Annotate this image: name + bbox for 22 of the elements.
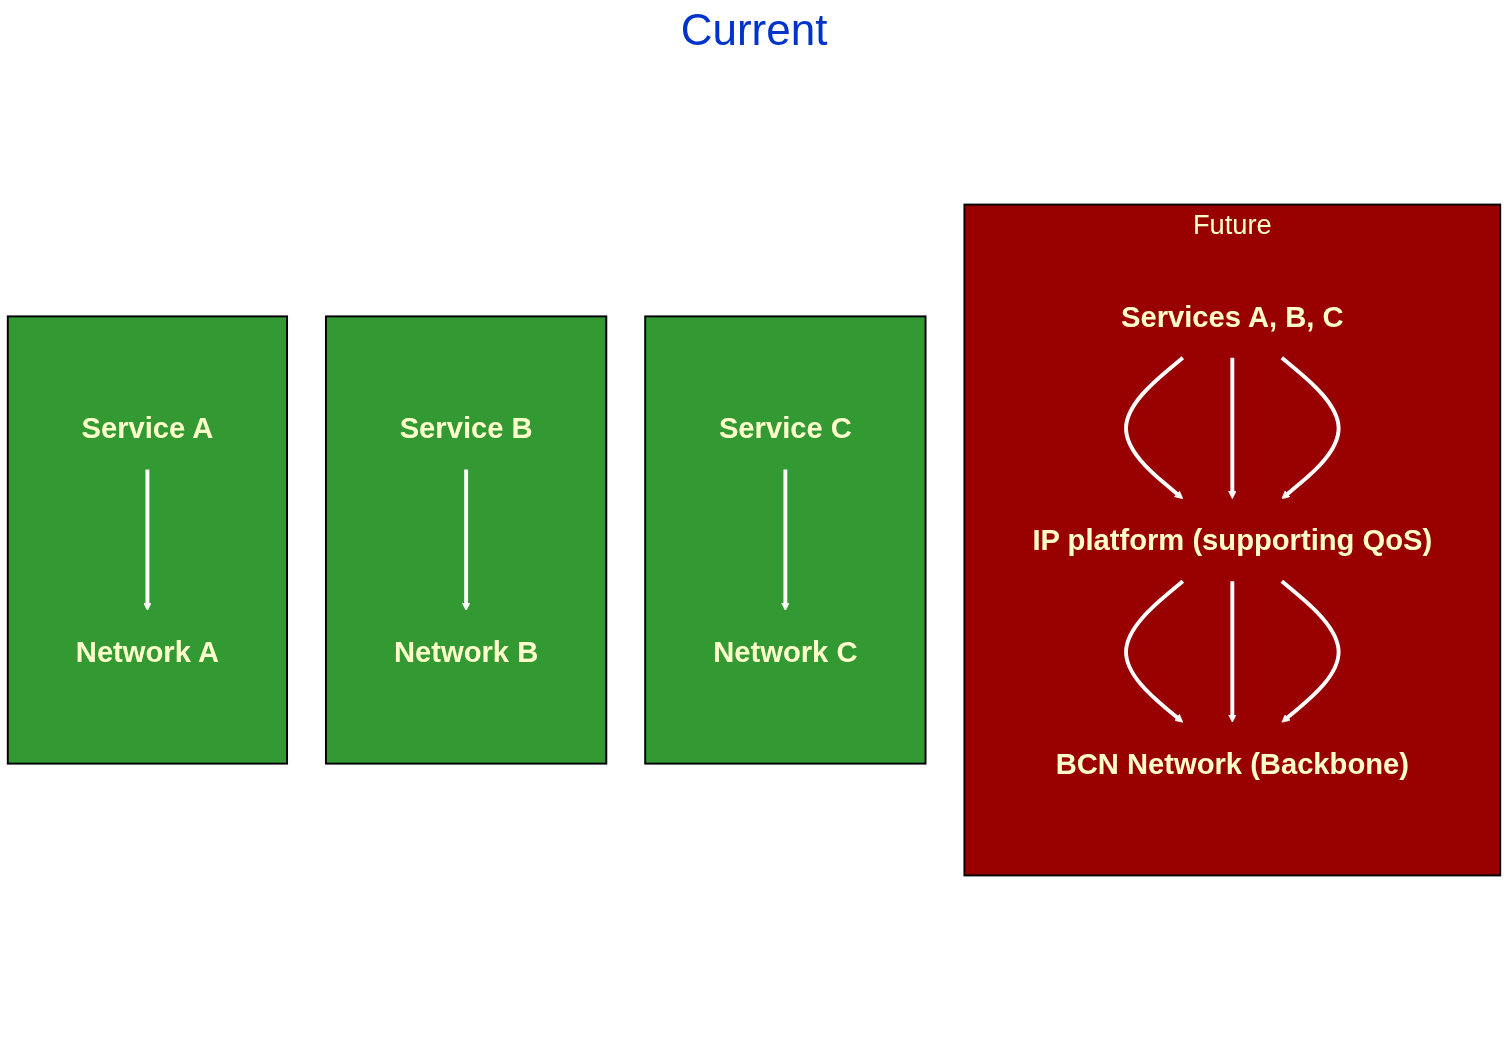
- arrow: [461, 469, 471, 611]
- node-text: Service C: [718, 412, 852, 445]
- arrow: [1280, 356, 1341, 500]
- arrow: [1280, 579, 1341, 723]
- cluster: [324, 315, 608, 765]
- cluster: [644, 315, 927, 765]
- heading-label: Current: [680, 5, 828, 55]
- node-text: BCN Network (Backbone): [1055, 747, 1409, 780]
- node-text: Service B: [399, 412, 533, 445]
- node-text: Network C: [713, 635, 858, 668]
- cluster: [6, 315, 289, 765]
- arrow: [781, 469, 790, 611]
- node-text: IP platform (supporting QoS): [1032, 523, 1433, 557]
- arrow: [1228, 581, 1237, 723]
- arrow: [143, 469, 152, 611]
- arrow: [1228, 357, 1237, 500]
- node-text: Service A: [81, 412, 214, 445]
- node-text: Network B: [394, 635, 539, 668]
- arrow: [1124, 579, 1185, 723]
- node-text: Network A: [75, 635, 219, 668]
- arrow: [1124, 356, 1185, 500]
- node-text: Services A, B, C: [1121, 300, 1344, 333]
